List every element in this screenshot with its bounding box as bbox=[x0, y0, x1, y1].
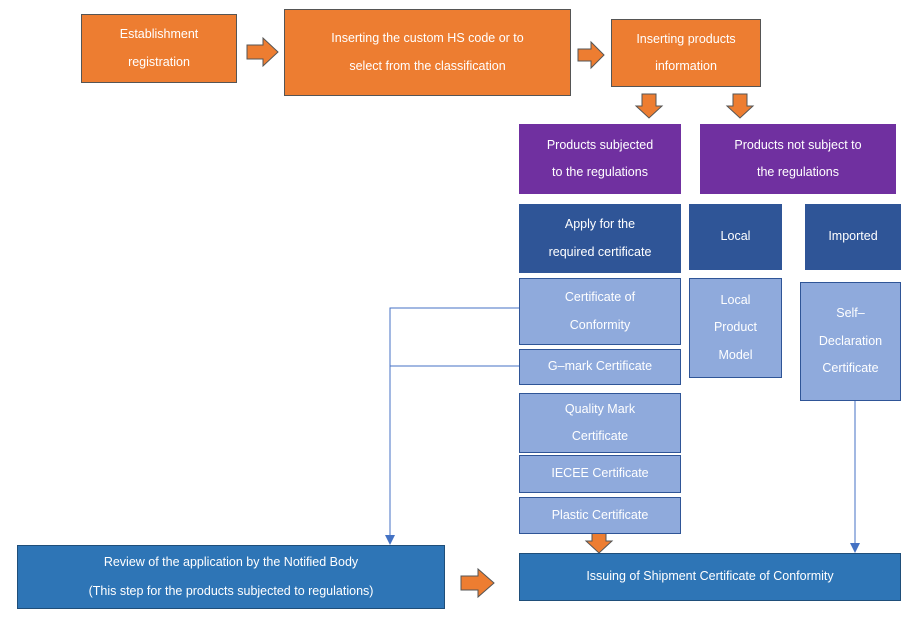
arrow-right-icon bbox=[460, 567, 495, 599]
self-declaration-certificate: Self– Declaration Certificate bbox=[800, 282, 901, 401]
step-inserting-products-info: Inserting products information bbox=[611, 19, 761, 87]
quality-mark-certificate: Quality Mark Certificate bbox=[519, 393, 681, 453]
certificate-of-conformity: Certificate of Conformity bbox=[519, 278, 681, 345]
iecee-certificate: IECEE Certificate bbox=[519, 455, 681, 493]
plastic-certificate: Plastic Certificate bbox=[519, 497, 681, 534]
arrow-down-icon bbox=[584, 531, 614, 554]
arrowhead-issuing bbox=[850, 543, 860, 553]
review-by-notified-body: Review of the application by the Notifie… bbox=[17, 545, 445, 609]
arrow-right-icon bbox=[577, 40, 605, 70]
issuing-shipment-certificate: Issuing of Shipment Certificate of Confo… bbox=[519, 553, 901, 601]
connector-coc-to-review bbox=[389, 307, 520, 536]
category-products-not-subject: Products not subject to the regulations bbox=[700, 124, 896, 194]
category-products-subjected: Products subjected to the regulations bbox=[519, 124, 681, 194]
arrowhead-review bbox=[385, 535, 395, 545]
local-header: Local bbox=[689, 204, 782, 270]
step-establishment-registration: Establishment registration bbox=[81, 14, 237, 83]
g-mark-certificate: G–mark Certificate bbox=[519, 349, 681, 385]
arrow-down-icon bbox=[634, 93, 664, 119]
local-product-model: Local Product Model bbox=[689, 278, 782, 378]
imported-header: Imported bbox=[805, 204, 901, 270]
step-inserting-hs-code: Inserting the custom HS code or to selec… bbox=[284, 9, 571, 96]
arrow-down-icon bbox=[725, 93, 755, 119]
apply-required-certificate-header: Apply for the required certificate bbox=[519, 204, 681, 273]
arrow-right-icon bbox=[246, 36, 279, 68]
